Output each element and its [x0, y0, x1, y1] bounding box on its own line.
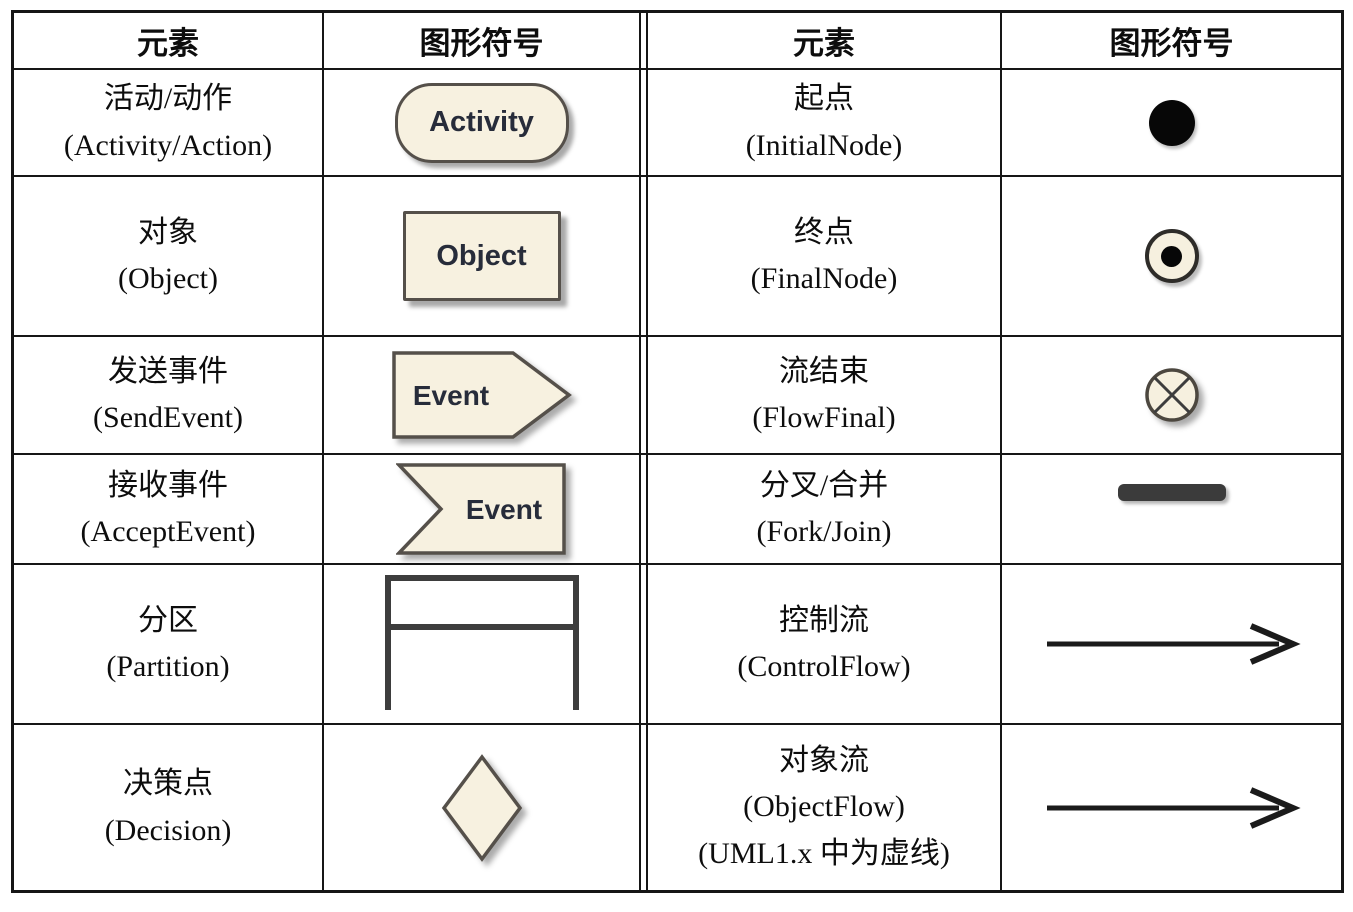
header-symbol-right: 图形符号	[1002, 13, 1341, 68]
element-name-en: (AcceptEvent)	[80, 515, 256, 548]
element-name-cell-partition: 分区 (Partition)	[14, 565, 322, 723]
partition-swimlane-shape	[384, 575, 579, 710]
symbol-cell-final-node	[1002, 177, 1341, 335]
element-name-en: (InitialNode)	[745, 128, 903, 162]
send-event-label: Event	[412, 380, 488, 411]
element-name-cn: 决策点	[123, 767, 213, 800]
double-rule-spacer	[641, 337, 646, 453]
element-name-cell-flow-final: 流结束 (FlowFinal)	[648, 337, 1000, 453]
element-name-en: (ControlFlow)	[737, 650, 911, 683]
symbol-cell-control-flow	[1002, 565, 1341, 723]
element-name-cn: 分叉/合并	[759, 468, 889, 502]
symbol-cell-initial-node	[1002, 70, 1341, 175]
element-name-cn: 活动/动作	[103, 82, 233, 115]
element-name-en: (ObjectFlow)	[743, 790, 905, 824]
symbol-cell-accept-event: Event	[324, 455, 639, 563]
element-name-cn: 对象	[138, 215, 198, 249]
symbol-cell-fork-join	[1002, 455, 1341, 563]
symbol-cell-flow-final	[1002, 337, 1341, 453]
element-name-cn: 接收事件	[108, 468, 228, 502]
activity-shape-label: Activity	[429, 106, 534, 138]
send-event-pentagon-shape: Event	[391, 351, 572, 439]
element-name-cell-accept-event: 接收事件 (AcceptEvent)	[14, 455, 322, 563]
double-rule-spacer	[641, 177, 646, 335]
element-name-en: (Partition)	[106, 650, 230, 683]
symbol-cell-object-flow	[1002, 725, 1341, 890]
element-name-cell-control-flow: 控制流 (ControlFlow)	[648, 565, 1000, 723]
flow-final-circle-x-icon	[1144, 368, 1199, 422]
final-node-bullseye-icon	[1144, 229, 1199, 283]
element-name-cell-initial-node: 起点 (InitialNode)	[648, 70, 1000, 175]
control-flow-arrow-icon	[1046, 623, 1301, 665]
element-name-cn: 分区	[138, 603, 198, 637]
header-label: 图形符号	[1109, 26, 1234, 61]
header-label: 图形符号	[419, 26, 544, 61]
symbol-cell-object: Object	[324, 177, 639, 335]
element-name-cn: 发送事件	[108, 354, 228, 388]
symbol-cell-send-event: Event	[324, 337, 639, 453]
element-name-cell-object-flow: 对象流 (ObjectFlow) (UML1.x 中为虚线)	[648, 725, 1000, 890]
element-name-cell-send-event: 发送事件 (SendEvent)	[14, 337, 322, 453]
element-name-cell-final-node: 终点 (FinalNode)	[648, 177, 1000, 335]
decision-diamond-shape	[441, 753, 522, 862]
element-name-en: (Fork/Join)	[756, 515, 892, 548]
element-name-en: (FlowFinal)	[752, 401, 896, 434]
header-element-right: 元素	[648, 13, 1000, 68]
element-name-en: (Object)	[118, 262, 218, 295]
double-rule-spacer	[641, 725, 646, 890]
header-symbol-left: 图形符号	[324, 13, 639, 68]
activity-rounded-rect-shape: Activity	[394, 82, 569, 163]
element-name-en: (SendEvent)	[93, 401, 243, 434]
symbol-cell-decision	[324, 725, 639, 890]
header-label: 元素	[793, 26, 855, 61]
accept-event-label: Event	[465, 494, 541, 525]
element-name-en: (FinalNode)	[750, 262, 898, 295]
element-name-cell-fork-join: 分叉/合并 (Fork/Join)	[648, 455, 1000, 563]
double-rule-spacer	[641, 70, 646, 175]
fork-join-bar-icon	[1117, 483, 1226, 501]
element-name-en: (Activity/Action)	[63, 128, 273, 162]
initial-node-filled-circle-icon	[1148, 99, 1195, 146]
accept-event-notched-rect-shape: Event	[395, 463, 566, 555]
uml-symbol-table: 元素 图形符号 元素 图形符号 活动/动作 (Activity/Action) …	[11, 10, 1344, 893]
element-name-cell-object: 对象 (Object)	[14, 177, 322, 335]
element-name-en: (Decision)	[104, 813, 232, 847]
element-name-cn: 对象流	[779, 743, 869, 777]
symbol-cell-activity: Activity	[324, 70, 639, 175]
double-rule-spacer	[641, 565, 646, 723]
element-name-note: (UML1.x 中为虚线)	[698, 836, 950, 870]
object-flow-arrow-icon	[1046, 786, 1301, 829]
final-node-center-dot	[1161, 245, 1182, 267]
object-shape-label: Object	[436, 239, 527, 272]
element-name-cn: 终点	[794, 215, 854, 249]
element-name-cn: 起点	[794, 82, 854, 115]
double-rule-spacer	[641, 455, 646, 563]
element-name-cell-decision: 决策点 (Decision)	[14, 725, 322, 890]
double-rule-spacer	[641, 13, 646, 68]
element-name-cn: 控制流	[779, 603, 869, 637]
symbol-cell-partition	[324, 565, 639, 723]
header-element-left: 元素	[14, 13, 322, 68]
object-rectangle-shape: Object	[402, 211, 561, 301]
element-name-cn: 流结束	[779, 354, 869, 388]
element-name-cell-activity: 活动/动作 (Activity/Action)	[14, 70, 322, 175]
header-label: 元素	[137, 26, 199, 61]
